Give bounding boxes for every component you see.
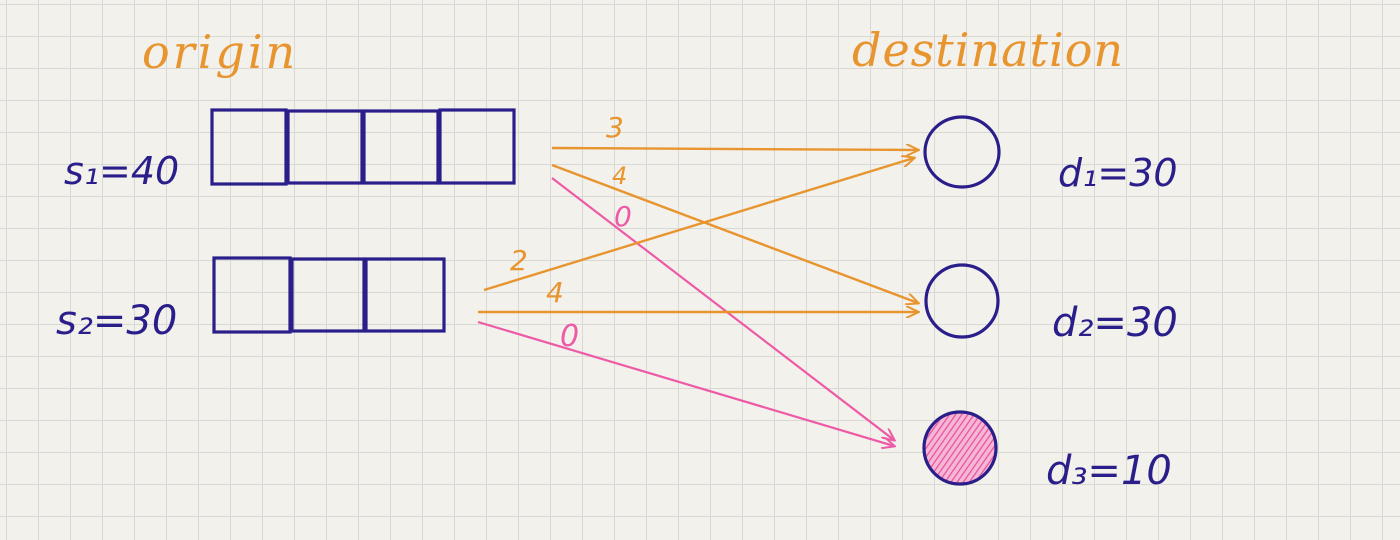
- arc-s1-d2: [551, 163, 918, 303]
- supply-cell: [286, 109, 364, 185]
- arc-s1-d1: [551, 148, 918, 150]
- demand-label-d3: d₃=10: [1046, 448, 1172, 494]
- demand-label-d1: d₁=30: [1058, 151, 1178, 195]
- arc-s1-d3: [551, 177, 894, 440]
- destination-node-d2: [924, 263, 1000, 339]
- arc-cost-s1-d3: 0: [614, 200, 632, 233]
- supply-cell: [362, 109, 440, 185]
- supply-cell: [364, 257, 446, 333]
- supply-cell: [210, 108, 288, 186]
- destination-node-d3-dummy: [922, 410, 998, 486]
- origin-heading: origin: [142, 25, 298, 79]
- arc-s2-d3: [477, 320, 894, 446]
- supply-cell: [438, 108, 516, 185]
- supply-label-s2: s₂=30: [56, 298, 177, 344]
- arc-cost-s2-d3: 0: [560, 319, 579, 354]
- destination-node-d1: [923, 115, 1001, 189]
- supply-label-s1: s₁=40: [64, 149, 179, 193]
- destination-heading: destination: [852, 23, 1124, 77]
- supply-cell: [290, 257, 366, 333]
- supply-boxes-s1: [210, 108, 516, 186]
- destination-nodes: [922, 115, 1001, 486]
- arc-cost-s1-d2: 4: [612, 162, 627, 190]
- arc-cost-s2-d2: 4: [546, 276, 564, 309]
- supply-cell: [212, 256, 292, 334]
- demand-label-d2: d₂=30: [1052, 300, 1178, 346]
- arc-s2-d1: [483, 158, 914, 292]
- arc-cost-s2-d1: 2: [510, 244, 528, 277]
- supply-boxes-s2: [212, 256, 446, 334]
- arcs: [477, 148, 918, 446]
- arc-cost-s1-d1: 3: [606, 111, 624, 144]
